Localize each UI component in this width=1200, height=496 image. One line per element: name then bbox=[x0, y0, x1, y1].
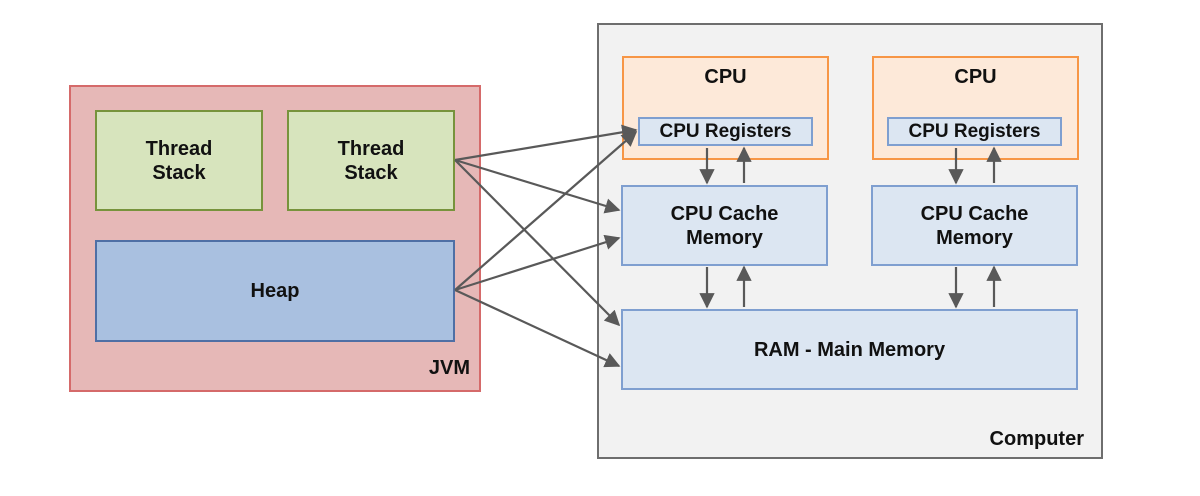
thread-stack-1: Thread Stack bbox=[95, 110, 263, 211]
cpu-1-cache-memory: CPU Cache Memory bbox=[621, 185, 828, 266]
cpu-2-registers: CPU Registers bbox=[887, 117, 1062, 146]
cpu-1-registers: CPU Registers bbox=[638, 117, 813, 146]
jvm-label: JVM bbox=[428, 357, 470, 379]
ram-main-memory: RAM - Main Memory bbox=[621, 309, 1078, 390]
computer-label: Computer bbox=[989, 428, 1084, 450]
heap: Heap bbox=[95, 240, 455, 342]
cpu-1-title: CPU bbox=[704, 66, 747, 88]
cpu-2-title: CPU bbox=[954, 66, 997, 88]
thread-stack-2: Thread Stack bbox=[287, 110, 455, 211]
cpu-2-cache-memory: CPU Cache Memory bbox=[871, 185, 1078, 266]
